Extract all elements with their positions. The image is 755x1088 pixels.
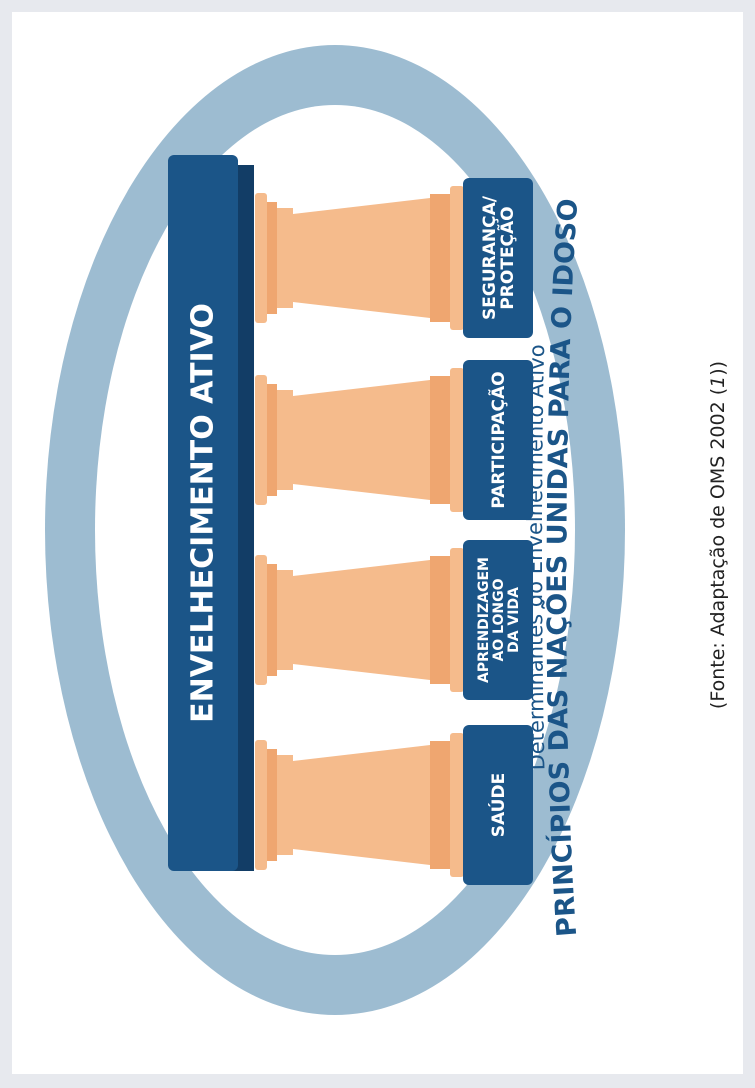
pillar-label-line: PROTEÇÃO (495, 206, 518, 309)
pillar-foot (430, 194, 450, 322)
pillar-label: SAÚDE (487, 773, 509, 837)
pillar-label-line: DA VIDA (506, 587, 522, 653)
pillar-base-box (463, 360, 533, 520)
pillar-neck (277, 755, 293, 855)
source-caption-end: )) (707, 361, 729, 376)
pillar-capital (255, 375, 267, 505)
pillar-neck (277, 570, 293, 670)
pillars-group: SAÚDE APRENDIZAGEMAO LONGODA VIDA PARTICIP… (255, 178, 533, 885)
pillar-base-box (463, 178, 533, 338)
pillar-label: SEGURANÇA/PROTEÇÃO (480, 195, 518, 320)
pillar-plinth (450, 186, 464, 330)
pillar-label-line: PARTICIPAÇÃO (486, 371, 509, 508)
pillar-3: PARTICIPAÇÃO (255, 360, 533, 520)
pillar-capital (255, 740, 267, 870)
pillar-neck (277, 390, 293, 490)
pillar-shaft (293, 198, 430, 318)
pillar-capital-ring (267, 384, 277, 496)
pillar-4: SEGURANÇA/PROTEÇÃO (255, 178, 533, 338)
pillar-plinth (450, 368, 464, 512)
pillar-2: APRENDIZAGEMAO LONGODA VIDA (255, 540, 533, 700)
source-caption-main: (Fonte: Adaptação de OMS 2002 ( (707, 388, 729, 709)
pillar-base-box (463, 540, 533, 700)
pillar-label: PARTICIPAÇÃO (486, 371, 509, 508)
pillar-label-line: SAÚDE (487, 773, 509, 837)
pillar-shaft (293, 745, 430, 865)
pillar-foot (430, 376, 450, 504)
pillar-capital-ring (267, 202, 277, 314)
pillar-neck (277, 208, 293, 308)
pillar-capital-ring (267, 749, 277, 861)
pillar-label: APRENDIZAGEMAO LONGODA VIDA (476, 557, 522, 683)
title-beam-body (168, 155, 238, 871)
title-beam: ENVELHECIMENTO ATIVO (168, 155, 254, 871)
pillar-shaft (293, 560, 430, 680)
pillar-plinth (450, 733, 464, 877)
source-caption-ref: 1 (707, 376, 729, 388)
pillar-shaft (293, 380, 430, 500)
pillar-label-line: APRENDIZAGEM (476, 557, 492, 683)
pillar-foot (430, 556, 450, 684)
title-text: ENVELHECIMENTO ATIVO (186, 303, 221, 723)
pillar-capital (255, 555, 267, 685)
source-caption: (Fonte: Adaptação de OMS 2002 (1)) (707, 361, 729, 709)
pillar-plinth (450, 548, 464, 692)
pillar-capital-ring (267, 564, 277, 676)
pillar-1: SAÚDE (255, 725, 533, 885)
pillar-capital (255, 193, 267, 323)
pillar-label-line: AO LONGO (491, 578, 507, 661)
pillar-foot (430, 741, 450, 869)
pillar-label-line: SEGURANÇA/ (480, 195, 500, 320)
pillar-base-box (463, 725, 533, 885)
